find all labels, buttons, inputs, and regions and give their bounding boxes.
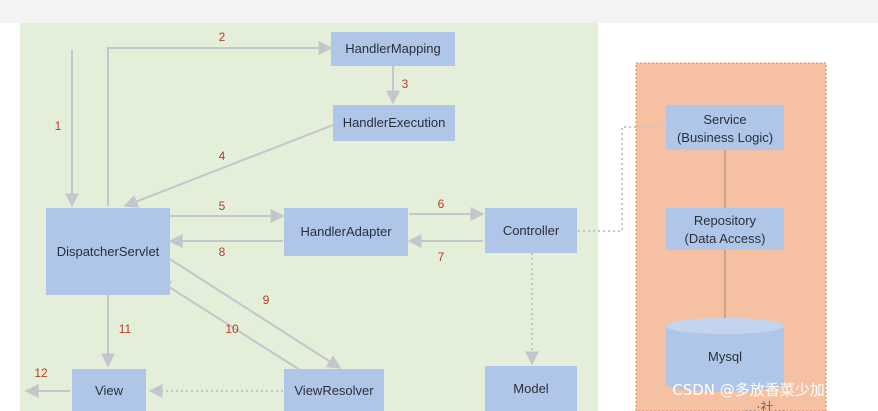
- model-box: [485, 366, 577, 411]
- controller-box: [485, 208, 577, 253]
- controller-label: Controller: [503, 223, 560, 238]
- arrow-2: [107, 41, 333, 206]
- step-number-6: 6: [438, 197, 445, 211]
- handler-mapping-box: [331, 32, 455, 66]
- step-number-9: 9: [263, 293, 270, 307]
- step-number-11: 11: [119, 322, 132, 336]
- watermark-text: CSDN @多放香菜少加葱: [672, 381, 840, 399]
- mysql-label: Mysql: [708, 349, 742, 364]
- watermark-subtext: ...·社...: [744, 400, 786, 411]
- mysql-cylinder-body: [666, 326, 784, 384]
- arrow-9: [164, 255, 342, 369]
- step-number-5: 5: [219, 199, 226, 213]
- handler-adapter-box: [284, 208, 408, 256]
- step-number-8: 8: [219, 245, 226, 259]
- dispatcher-servlet-label: DispatcherServlet: [57, 244, 160, 259]
- mysql-cylinder-top: [666, 318, 784, 334]
- repository-label-line1: Repository: [694, 213, 757, 228]
- view-resolver-box: [284, 369, 384, 411]
- step-number-4: 4: [219, 149, 226, 163]
- controller-to-service-dotted-link: [578, 126, 666, 232]
- handler-mapping-label: HandlerMapping: [345, 41, 440, 56]
- step-number-1: 1: [55, 119, 62, 133]
- view-resolver-label: ViewResolver: [294, 383, 374, 398]
- repository-label-line2: (Data Access): [685, 231, 766, 246]
- handler-execution-box: [333, 105, 455, 141]
- dispatcher-servlet-box: [46, 208, 170, 295]
- handler-adapter-label: HandlerAdapter: [300, 224, 392, 239]
- view-box: [72, 369, 146, 411]
- model-label: Model: [513, 381, 549, 396]
- arrows-group: [24, 41, 485, 398]
- top-gray-strip: [0, 0, 878, 23]
- service-label-line2: (Business Logic): [677, 130, 773, 145]
- step-number-3: 3: [402, 77, 409, 91]
- service-label-line1: Service: [703, 112, 746, 127]
- service-box: [666, 105, 784, 150]
- view-label: View: [95, 383, 124, 398]
- step-number-2: 2: [219, 30, 226, 44]
- arrow-10: [156, 279, 301, 371]
- mysql-database-cylinder: [666, 318, 784, 392]
- right-panel-border: [635, 62, 827, 411]
- mysql-cylinder-bottom: [666, 376, 784, 392]
- repository-box: [666, 208, 784, 250]
- handler-execution-label: HandlerExecution: [343, 115, 446, 130]
- step-number-10: 10: [225, 322, 239, 336]
- arrow-4: [123, 124, 334, 208]
- dotted-links-group: [148, 126, 666, 398]
- step-number-12: 12: [34, 366, 48, 380]
- step-number-7: 7: [438, 250, 445, 264]
